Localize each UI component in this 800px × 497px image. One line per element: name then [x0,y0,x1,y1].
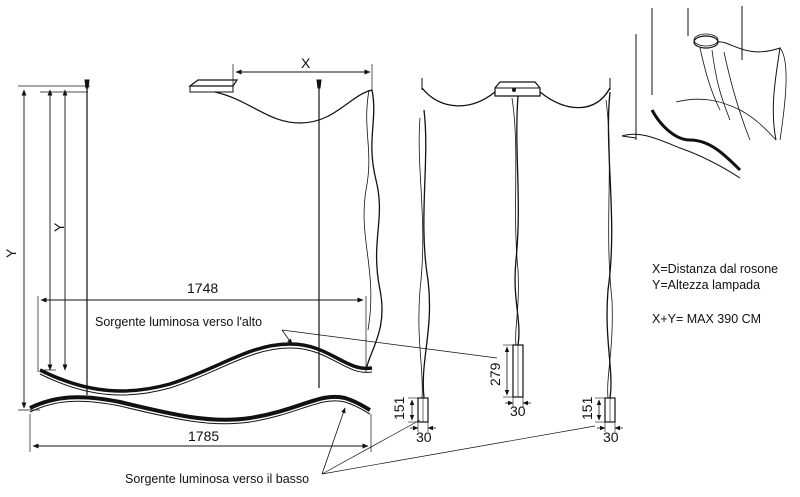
ceiling-rose [188,79,239,93]
perspective-upper-bar [650,109,742,172]
side-ceiling-rose [494,81,541,97]
legend-line-3: X+Y= MAX 390 CM [652,312,761,326]
dim-upper-length: 1748 [187,280,218,296]
dim-lower-height-left: 151 [391,396,407,420]
dim-width-left: 30 [416,429,432,445]
upper-source-label: Sorgente luminosa verso l'alto [95,315,262,329]
dim-lower-height-right: 151 [579,396,595,420]
dim-width-middle: 30 [510,403,526,419]
suspension-coil [365,89,383,371]
perspective-lower-bar [621,133,741,179]
legend-line-1: X=Distanza dal rosone [652,262,778,276]
dim-width-right: 30 [603,429,619,445]
dim-x-label: X [301,55,311,71]
lower-light-source [29,394,371,422]
legend-line-2: Y=Altezza lampada [652,278,760,292]
dim-y-inner-label: Y [51,222,67,232]
dim-upper-height: 279 [487,362,503,386]
side-view [408,78,623,432]
upper-light-source [39,342,373,393]
dim-y-outer-label: Y [3,248,19,258]
lower-source-label: Sorgente luminosa verso il basso [125,472,309,486]
perspective-view [621,6,787,179]
dim-lower-length: 1785 [188,428,219,444]
front-view [18,64,596,475]
power-cable [214,89,373,124]
